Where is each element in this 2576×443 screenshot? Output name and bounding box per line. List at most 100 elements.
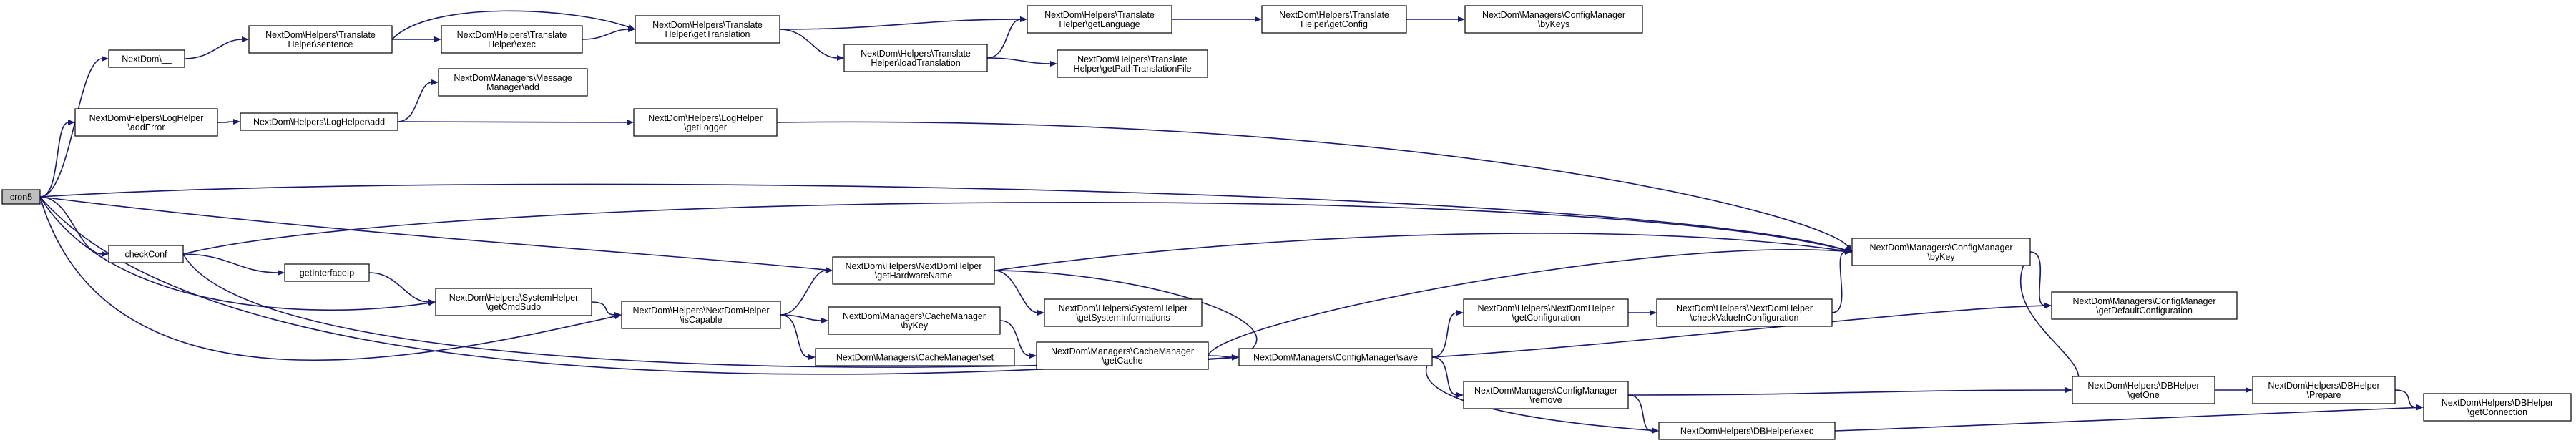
node-getinterfaceip[interactable]: getInterfaceIp — [284, 263, 370, 282]
node-lh-adderror[interactable]: NextDom\Helpers\LogHelper\addError — [74, 108, 218, 137]
node-label: getInterfaceIp — [300, 268, 354, 278]
edge-lh-add-to-lh-getlogger — [397, 120, 634, 125]
node-label: \getCache — [1102, 356, 1143, 366]
node-checkconf[interactable]: checkConf — [108, 245, 184, 263]
node-th-getpath[interactable]: NextDom\Helpers\TranslateHelper\getPathT… — [1057, 49, 1208, 78]
node-label: NextDom\Managers\CacheManager — [1051, 346, 1194, 356]
node-label: NextDom\Helpers\SystemHelper — [449, 293, 579, 303]
node-label: NextDom\Helpers\Translate — [1279, 10, 1389, 20]
edge-arrowhead — [1232, 354, 1239, 360]
node-db-getconnection[interactable]: NextDom\Helpers\DBHelper\getConnection — [2423, 393, 2572, 422]
node-th-getlanguage[interactable]: NextDom\Helpers\TranslateHelper\getLangu… — [1027, 5, 1172, 34]
edge-line — [1208, 355, 1233, 358]
edge-nd-tr-to-th-sentence — [184, 36, 249, 59]
edge-arrowhead — [808, 354, 816, 360]
node-box — [108, 49, 185, 68]
node-label: \byKey — [901, 321, 929, 331]
edge-ndh-checkvalue-to-cm-bykey — [1831, 249, 1852, 313]
node-label: \Prepare — [2307, 390, 2341, 400]
edge-line — [986, 19, 1022, 59]
edge-arrowhead — [821, 318, 828, 323]
edge-arrowhead — [2044, 303, 2052, 308]
edge-th-getconfig-to-cm-bykeys — [1406, 16, 1465, 22]
node-box — [438, 68, 588, 97]
node-box — [1036, 341, 1209, 370]
node-db-exec[interactable]: NextDom\Helpers\DBHelper\exec — [1658, 422, 1836, 440]
node-label: NextDom\Helpers\Translate — [652, 20, 763, 30]
edge-arrowhead — [1650, 310, 1657, 316]
edge-th-exec-to-th-gettranslation — [582, 26, 635, 40]
node-box — [108, 245, 184, 263]
node-label: \addError — [127, 122, 165, 132]
node-db-getone[interactable]: NextDom\Helpers\DBHelper\getOne — [2072, 376, 2215, 404]
node-lh-getlogger[interactable]: NextDom\Helpers\LogHelper\getLogger — [633, 108, 778, 137]
node-sh-getcmdsudo[interactable]: NextDom\Helpers\SystemHelper\getCmdSudo — [435, 288, 592, 316]
node-th-loadtranslation[interactable]: NextDom\Helpers\TranslateHelper\loadTran… — [843, 44, 988, 72]
node-cm-remove[interactable]: NextDom\Managers\ConfigManager\remove — [1463, 381, 1629, 409]
node-nd-tr[interactable]: NextDom\__ — [108, 49, 185, 68]
node-label: NextDom\Helpers\NextDomHelper — [632, 306, 769, 316]
node-cron5[interactable]: cron5 — [1, 189, 41, 205]
node-ndh-iscapable[interactable]: NextDom\Helpers\NextDomHelper\isCapable — [621, 301, 781, 329]
edge-ndh-iscapable-to-cache-set — [780, 314, 816, 360]
node-box — [74, 108, 218, 137]
node-label: \getConfiguration — [1512, 313, 1580, 323]
edge-line — [779, 29, 838, 59]
node-th-getconfig[interactable]: NextDom\Helpers\TranslateHelper\getConfi… — [1261, 5, 1407, 34]
node-label: \getOne — [2127, 390, 2160, 400]
node-label: \getDefaultConfiguration — [2096, 306, 2193, 316]
edge-line — [1431, 356, 1458, 396]
node-ndh-getconfiguration[interactable]: NextDom\Helpers\NextDomHelper\getConfigu… — [1463, 298, 1629, 327]
node-th-gettranslation[interactable]: NextDom\Helpers\TranslateHelper\getTrans… — [635, 15, 780, 44]
node-cm-save[interactable]: NextDom\Managers\ConfigManager\save — [1238, 348, 1433, 366]
edge-th-gettranslation-to-th-getlanguage — [779, 16, 1027, 30]
node-box — [1, 189, 41, 205]
node-box — [1658, 422, 1836, 440]
node-cache-bykey[interactable]: NextDom\Managers\CacheManager\byKey — [828, 306, 1001, 335]
node-cm-getdefault[interactable]: NextDom\Managers\ConfigManager\getDefaul… — [2051, 291, 2238, 320]
node-ndh-gethardwarename[interactable]: NextDom\Helpers\NextDomHelper\getHardwar… — [832, 256, 995, 285]
node-sh-getsysteminfo[interactable]: NextDom\Helpers\SystemHelper\getSystemIn… — [1044, 298, 1203, 327]
node-label: \getHardwareName — [875, 271, 952, 281]
node-label: \getConnection — [2467, 407, 2527, 417]
node-label: NextDom\Helpers\Translate — [861, 49, 971, 59]
edge-lh-getlogger-to-cm-bykey — [776, 121, 1852, 252]
node-label: Helper\getLanguage — [1059, 19, 1140, 29]
edge-arrowhead — [2246, 387, 2253, 393]
node-label: Helper\sentence — [288, 39, 353, 49]
edge-arrowhead — [614, 312, 622, 318]
edge-line — [780, 270, 827, 316]
edge-arrowhead — [102, 56, 109, 62]
edge-arrowhead — [1845, 249, 1852, 255]
edge-line — [986, 57, 1052, 64]
edge-line — [39, 196, 827, 271]
node-cm-bykeys[interactable]: NextDom\Managers\ConfigManager\byKeys — [1464, 5, 1643, 34]
node-box — [1464, 5, 1643, 34]
node-cm-bykey[interactable]: NextDom\Managers\ConfigManager\byKey — [1851, 238, 2031, 266]
node-label: NextDom\Managers\ConfigManager — [1869, 243, 2012, 253]
edge-line — [1627, 394, 1653, 432]
edge-line — [391, 10, 630, 40]
node-box — [2072, 376, 2215, 404]
node-label: \isCapable — [680, 315, 722, 325]
node-box — [828, 306, 1001, 335]
edge-ndh-gethardwarename-to-sh-getsysteminfo — [994, 270, 1044, 316]
edge-line — [39, 196, 430, 311]
node-cache-set[interactable]: NextDom\Managers\CacheManager\set — [815, 348, 1015, 366]
edge-cron5-to-nd-tr — [39, 56, 109, 198]
node-db-prepare[interactable]: NextDom\Helpers\DBHelper\Prepare — [2252, 376, 2396, 404]
node-label: Helper\loadTranslation — [871, 58, 960, 68]
node-ndh-checkvalue[interactable]: NextDom\Helpers\NextDomHelper\checkValue… — [1656, 298, 1833, 327]
node-label: NextDom\Managers\ConfigManager\save — [1253, 353, 1418, 363]
edge-arrowhead — [826, 268, 833, 273]
node-lh-add[interactable]: NextDom\Helpers\LogHelper\add — [240, 112, 398, 131]
node-cache-getcache[interactable]: NextDom\Managers\CacheManager\getCache — [1036, 341, 1209, 370]
edge-line — [2029, 251, 2046, 306]
edge-line — [999, 320, 1031, 356]
node-box — [2252, 376, 2396, 404]
node-label: \byKeys — [1538, 19, 1569, 29]
